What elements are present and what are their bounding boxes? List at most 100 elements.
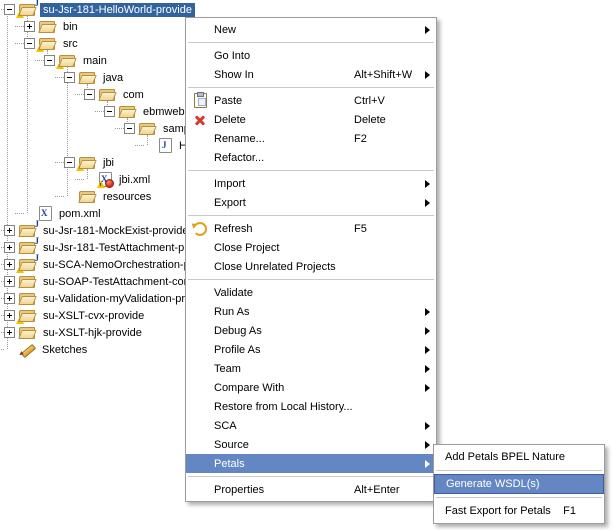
menu-item-petals[interactable]: Petals	[186, 454, 436, 473]
menu-item-properties[interactable]: Properties Alt+Enter	[214, 483, 400, 496]
folder-icon	[56, 54, 76, 69]
menu-item-run-as[interactable]: Run As	[186, 302, 436, 321]
collapse-expander-icon[interactable]	[4, 4, 15, 15]
menu-separator	[186, 276, 436, 283]
tree-item[interactable]: jbi.xml	[0, 171, 153, 188]
tree-item[interactable]: bin	[0, 18, 81, 35]
menu-item-restore-from-local-history[interactable]: Restore from Local History...	[214, 400, 353, 413]
tree-item[interactable]: su-XSLT-hjk-provide	[0, 324, 145, 341]
xml-file-icon	[97, 172, 114, 188]
collapse-expander-icon[interactable]	[124, 123, 135, 134]
menu-item-sca[interactable]: SCA	[186, 416, 436, 435]
tree-item-label: Sketches	[42, 343, 88, 356]
java-file-icon	[159, 138, 172, 153]
tree-item[interactable]: java	[0, 69, 126, 86]
tree-item-label: su-XSLT-cvx-provide	[43, 309, 145, 322]
submenu-arrow-icon	[425, 198, 430, 207]
warning-decorator-icon	[36, 44, 44, 52]
tree-item[interactable]: su-Validation-myValidation-provide	[0, 290, 214, 307]
menu-item-export[interactable]: Export	[186, 193, 436, 212]
collapse-expander-icon[interactable]	[44, 55, 55, 66]
menu-item-close-unrelated-projects[interactable]: Close Unrelated Projects	[214, 260, 336, 273]
expand-expander-icon[interactable]	[4, 327, 15, 338]
java-project-folder-icon: J	[16, 0, 39, 18]
java-project-folder-icon: J	[19, 219, 39, 237]
menu-item-import[interactable]: Import	[186, 174, 436, 193]
folder-icon	[19, 292, 36, 305]
pencil-icon	[19, 343, 35, 357]
submenu-item-generate-wsdls[interactable]: Generate WSDL(s)	[434, 474, 604, 494]
menu-item-close-project[interactable]: Close Project	[214, 241, 280, 254]
tree-guide-line	[27, 16, 28, 213]
tree-item[interactable]: J su-Jsr-181-MockExist-provide	[0, 219, 191, 239]
tree-item[interactable]: su-XSLT-cvx-provide	[0, 307, 147, 324]
folder-icon	[76, 156, 96, 171]
expand-expander-icon[interactable]	[4, 310, 15, 321]
submenu-item-fast-export-for-petals[interactable]: Fast Export for Petals F1	[434, 501, 604, 521]
tree-item[interactable]: J su-Jsr-181-TestAttachment-provide	[0, 236, 217, 256]
submenu-arrow-icon	[425, 440, 430, 449]
folder-icon	[139, 122, 156, 135]
menu-shortcut: Ctrl+V	[354, 94, 385, 107]
expand-expander-icon[interactable]	[24, 21, 35, 32]
tree-item-label: su-SCA-NemoOrchestration-provide	[43, 258, 220, 271]
tree-item[interactable]: resources	[0, 188, 154, 205]
menu-separator	[186, 84, 436, 91]
collapse-expander-icon[interactable]	[24, 38, 35, 49]
tree-item[interactable]: com	[0, 86, 147, 103]
tree-guide-line	[67, 67, 68, 196]
submenu-item-add-petals-bpel-nature[interactable]: Add Petals BPEL Nature	[445, 451, 566, 463]
tree-item-label: resources	[103, 190, 152, 203]
tree-item[interactable]: J su-Jsr-181-HelloWorld-provide	[0, 0, 195, 18]
menu-item-refresh[interactable]: Refresh F5	[186, 219, 436, 238]
menu-shortcut: F5	[354, 222, 367, 235]
tree-item-label: pom.xml	[59, 207, 101, 220]
tree-item[interactable]: pom.xml	[0, 205, 104, 222]
submenu-arrow-icon	[425, 383, 430, 392]
folder-icon	[19, 275, 36, 288]
menu-item-team[interactable]: Team	[186, 359, 436, 378]
menu-item-rename[interactable]: Rename... F2	[214, 132, 367, 145]
tree-item[interactable]: Sketches	[0, 341, 90, 358]
menu-item-profile-as[interactable]: Profile As	[186, 340, 436, 359]
menu-separator	[186, 39, 436, 46]
menu-item-source[interactable]: Source	[186, 435, 436, 454]
menu-item-paste[interactable]: Paste Ctrl+V	[186, 91, 436, 110]
menu-item-validate[interactable]: Validate	[214, 286, 253, 299]
menu-item-refactor[interactable]: Refactor...	[214, 151, 265, 164]
menu-item-delete[interactable]: Delete Delete	[186, 110, 436, 129]
tree-item[interactable]: main	[0, 52, 110, 69]
menu-item-go-into[interactable]: Go Into	[214, 49, 251, 62]
expand-expander-icon[interactable]	[4, 293, 15, 304]
tree-item[interactable]: src	[0, 35, 81, 52]
folder-icon	[79, 71, 96, 84]
xml-file-icon	[39, 206, 52, 221]
collapse-expander-icon[interactable]	[64, 72, 75, 83]
tree-item[interactable]: su-SOAP-TestAttachment-consume	[0, 273, 220, 290]
tree-item-label: bin	[63, 20, 78, 33]
expand-expander-icon[interactable]	[4, 259, 15, 270]
tree-item[interactable]: samples	[0, 120, 207, 137]
menu-item-show-in[interactable]: Show In Alt+Shift+W	[186, 65, 436, 84]
tree-item-label: main	[83, 54, 107, 67]
expand-expander-icon[interactable]	[4, 225, 15, 236]
menu-separator	[186, 167, 436, 174]
menu-separator	[186, 212, 436, 219]
paste-icon	[193, 92, 207, 108]
menu-item-compare-with[interactable]: Compare With	[186, 378, 436, 397]
menu-item-new[interactable]: New	[186, 20, 436, 39]
expand-expander-icon[interactable]	[4, 276, 15, 287]
tree-item-label: com	[123, 88, 144, 101]
tree-item-label: src	[63, 37, 78, 50]
warning-decorator-icon	[16, 316, 24, 324]
context-menu: New Go Into Show In Alt+Shift+W Paste Ct…	[185, 17, 437, 502]
expand-expander-icon[interactable]	[4, 242, 15, 253]
tree-item[interactable]: J su-SCA-NemoOrchestration-provide	[0, 253, 223, 273]
menu-separator	[434, 467, 604, 474]
collapse-expander-icon[interactable]	[64, 157, 75, 168]
error-decorator-icon	[105, 179, 114, 188]
collapse-expander-icon[interactable]	[84, 89, 95, 100]
collapse-expander-icon[interactable]	[104, 106, 115, 117]
tree-item[interactable]: jbi	[0, 154, 117, 171]
menu-item-debug-as[interactable]: Debug As	[186, 321, 436, 340]
